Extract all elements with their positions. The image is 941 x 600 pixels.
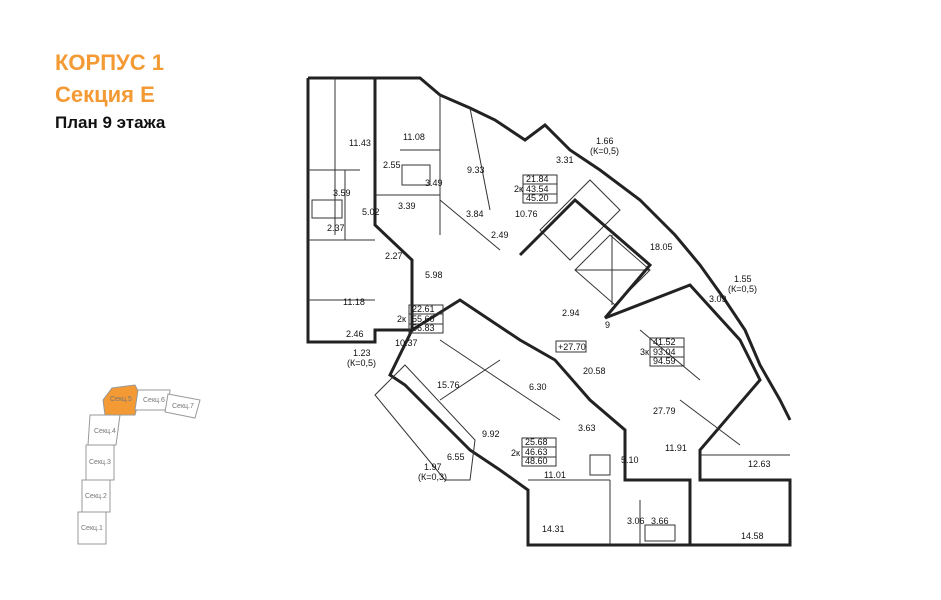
elevation-box <box>555 340 587 353</box>
balcony-outline <box>374 364 476 481</box>
apt-box-3: 3к 41.52 93.04 94.59 <box>640 337 685 367</box>
room-label: 3.66 <box>651 516 669 526</box>
stair-core <box>518 179 653 319</box>
apt-3-area-full: 94.59 <box>653 356 676 366</box>
svg-text:Секц.6: Секц.6 <box>143 397 165 404</box>
elevation-mark: +27.70 <box>558 342 586 352</box>
room-label: 3.59 <box>333 188 351 198</box>
room-label: 2.37 <box>327 223 345 233</box>
room-label: 9.92 <box>482 429 500 439</box>
lower-block-walls <box>388 298 692 547</box>
room-label: 3.31 <box>556 155 574 165</box>
building-title: КОРПУС 1 <box>55 50 164 75</box>
room-label: 5.98 <box>425 270 443 280</box>
room-label: 11.91 <box>665 443 687 453</box>
section-title: Секция Е <box>55 82 155 107</box>
svg-text:Секц.4: Секц.4 <box>94 428 116 435</box>
room-label: 14.58 <box>741 531 764 541</box>
room-label: 3.84 <box>466 209 484 219</box>
apt-2-area-living: 22.61 <box>412 304 435 314</box>
balcony-2-area: 1.55 <box>734 274 752 284</box>
room-label: 9 <box>605 320 610 330</box>
room-label: 9.33 <box>467 165 485 175</box>
apt-4-rooms: 2к <box>511 448 520 458</box>
room-label: 6.55 <box>447 452 465 462</box>
apt-box-4: 2к 25.68 46.63 48.60 <box>511 437 557 467</box>
apt-3-rooms: 3к <box>640 347 649 357</box>
key-plan-section-4 <box>87 414 121 446</box>
key-plan-section-1 <box>77 511 107 545</box>
key-plan-section-3 <box>85 444 115 481</box>
room-label: 2.55 <box>383 160 401 170</box>
room-label: 12.63 <box>748 459 771 469</box>
room-label: 3.39 <box>398 201 416 211</box>
apt-4-area-living: 25.68 <box>525 437 548 447</box>
apt-2-area-total: 55.60 <box>412 314 435 324</box>
apt-2-area-full: 56.83 <box>412 323 435 333</box>
apt-4-area-full: 48.60 <box>525 456 548 466</box>
svg-text:Секц.7: Секц.7 <box>172 403 194 410</box>
room-label: 3.63 <box>578 423 596 433</box>
floor-plan-title: План 9 этажа <box>55 113 166 132</box>
apt-1-area-living: 21.84 <box>526 174 549 184</box>
room-label: 20.58 <box>583 366 606 376</box>
balcony-3-coef: (К=0,5) <box>347 358 376 368</box>
key-plan-section-2 <box>81 479 111 513</box>
room-labels: 11.43 11.08 9.33 3.31 2.55 3.49 3.59 5.0… <box>327 132 771 541</box>
svg-text:Секц.5: Секц.5 <box>110 396 132 403</box>
room-label: 11.43 <box>349 138 371 148</box>
apt-box-2: 2к 22.61 55.60 56.83 <box>397 304 444 334</box>
apt-1-area-full: 45.20 <box>526 193 549 203</box>
balcony-3-area: 1.23 <box>353 348 371 358</box>
key-plan: Секц.5 Секц.6 Секц.7 Секц.4 Секц.3 Секц.… <box>77 384 201 545</box>
apt-3-area-total: 93.04 <box>653 347 676 357</box>
room-label: 11.18 <box>343 297 365 307</box>
balcony-2-coef: (К=0,5) <box>728 284 757 294</box>
room-label: 3.49 <box>425 178 443 188</box>
room-label: 18.05 <box>650 242 673 252</box>
room-label: 10.37 <box>395 338 418 348</box>
apt-box-1: 2к 21.84 43.54 45.20 <box>514 174 558 204</box>
apt-1-area-total: 43.54 <box>526 184 549 194</box>
upper-block-walls <box>375 76 792 421</box>
svg-text:Секц.2: Секц.2 <box>85 493 107 500</box>
room-label: 5.10 <box>621 455 639 465</box>
room-label: 2.49 <box>491 230 509 240</box>
room-label: 2.46 <box>346 329 364 339</box>
room-label: 3.09 <box>709 294 727 304</box>
apt-1-rooms: 2к <box>514 184 523 194</box>
room-label: 27.79 <box>653 406 676 416</box>
svg-text:Секц.3: Секц.3 <box>89 459 111 466</box>
room-label: 2.27 <box>385 251 403 261</box>
balcony-4-coef: (К=0,3) <box>418 472 447 482</box>
room-label: 6.30 <box>529 382 547 392</box>
balcony-1-coef: (К=0,5) <box>590 146 619 156</box>
right-wing-walls <box>604 283 792 547</box>
room-label: 11.01 <box>544 470 566 480</box>
room-label: 15.76 <box>437 380 460 390</box>
room-label: 3.06 <box>627 516 645 526</box>
room-label: 5.02 <box>362 207 380 217</box>
room-label: 11.08 <box>403 132 425 142</box>
svg-text:Секц.1: Секц.1 <box>81 525 103 532</box>
apt-4-area-total: 46.63 <box>525 447 548 457</box>
balcony-1-area: 1.66 <box>596 136 614 146</box>
key-plan-section-7 <box>164 393 201 419</box>
room-label: 14.31 <box>542 524 565 534</box>
balcony-4-area: 1.97 <box>424 462 442 472</box>
room-label: 10.76 <box>515 209 538 219</box>
apt-2-rooms: 2к <box>397 314 406 324</box>
room-label: 2.94 <box>562 308 580 318</box>
apt-3-area-living: 41.52 <box>653 337 676 347</box>
